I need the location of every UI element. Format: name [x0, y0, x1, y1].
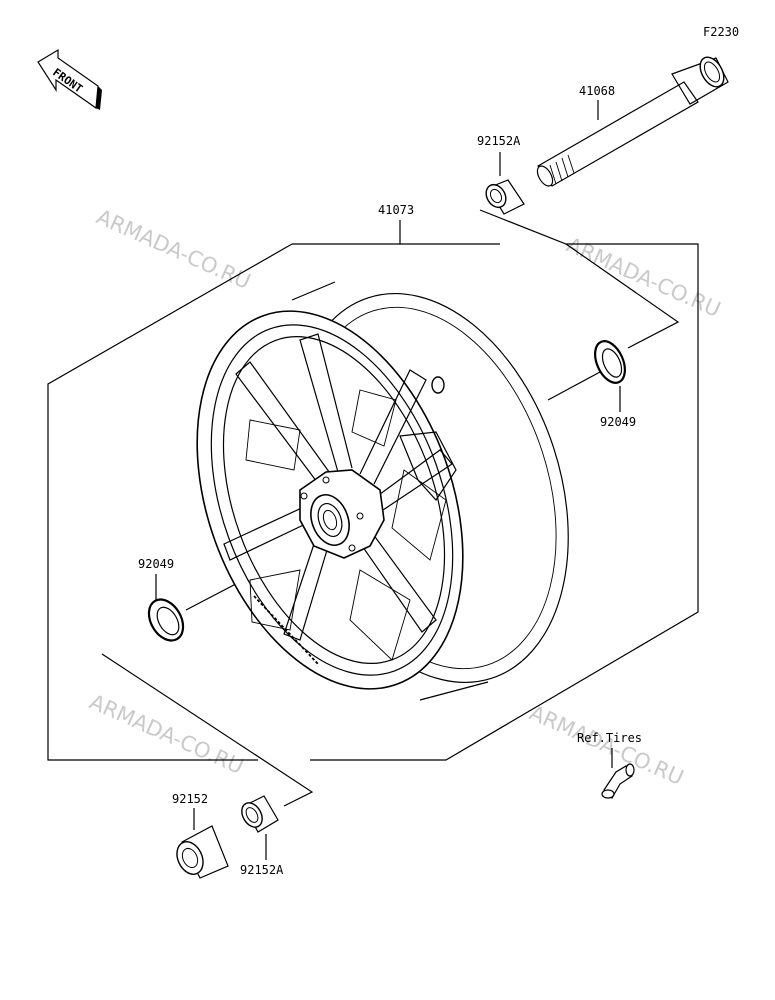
collar-bottom-92152A	[241, 795, 279, 833]
tire-valve-icon	[601, 763, 635, 799]
axle-41068	[536, 56, 729, 187]
collar-top-92152A	[485, 179, 525, 215]
watermark-text: ARMADA-CO.RU	[563, 233, 724, 322]
part-label-92049-right: 92049	[600, 415, 636, 429]
part-label-41073: 41073	[378, 203, 414, 217]
part-label-ref-tires: Ref.Tires	[577, 731, 642, 745]
seal-right-92049	[594, 340, 626, 384]
part-label-92152A-top: 92152A	[477, 134, 521, 148]
seal-left-92049	[147, 598, 185, 642]
spacer-92152	[176, 825, 229, 879]
part-label-92152A-bottom: 92152A	[240, 863, 284, 877]
part-label-92049-left: 92049	[138, 557, 174, 571]
watermark-text: ARMADA-CO.RU	[93, 205, 254, 294]
wheel-hub	[299, 469, 385, 559]
part-label-92152: 92152	[172, 792, 208, 806]
figure-code: F2230	[703, 25, 739, 39]
watermark-text: ARMADA-CO.RU	[86, 690, 247, 779]
watermark-text: ARMADA-CO.RU	[526, 701, 687, 790]
part-label-41068: 41068	[579, 84, 615, 98]
front-arrow-icon: FRONT	[37, 48, 102, 110]
assembly-outline	[47, 209, 699, 807]
front-wheel-41073	[196, 281, 569, 701]
